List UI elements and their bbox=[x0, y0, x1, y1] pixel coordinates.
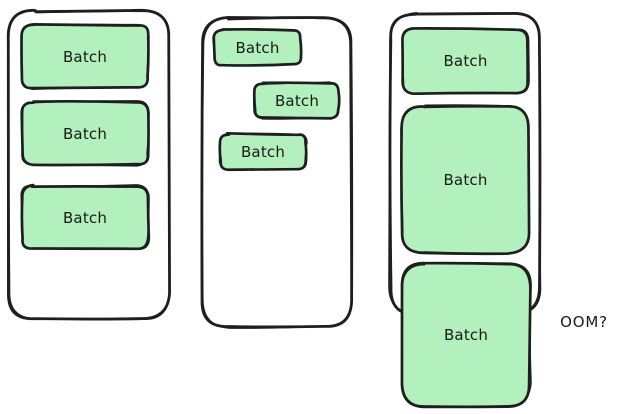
batch-label-1-1: Batch bbox=[274, 91, 320, 110]
batch-box-pass2-0-2 bbox=[20, 184, 150, 251]
batch-label-2-0: Batch bbox=[443, 52, 488, 70]
batch-label-2-1: Batch bbox=[443, 170, 488, 189]
container-outline-pass2-1 bbox=[201, 16, 352, 329]
container-outline-pass2-0 bbox=[6, 9, 171, 321]
oom-annotation: OOM? bbox=[560, 313, 608, 331]
batch-label-0-1: Batch bbox=[62, 124, 108, 143]
batch-label-2-2: Batch bbox=[443, 326, 489, 344]
batch-box-pass2-1-0 bbox=[213, 28, 303, 67]
batch-box-fill-1-2 bbox=[220, 133, 307, 170]
batch-label-1-0: Batch bbox=[235, 38, 280, 57]
batch-box-fill-0-2 bbox=[21, 185, 149, 250]
batch-box-pass2-1-1 bbox=[253, 81, 340, 120]
batch-box-pass2-0-1 bbox=[21, 100, 150, 167]
batch-box-pass2-1-2 bbox=[218, 132, 308, 171]
batch-box-pass2-2-2 bbox=[401, 262, 532, 407]
batch-box-fill-0-0 bbox=[21, 24, 149, 89]
batch-label-0-0: Batch bbox=[62, 47, 108, 66]
batch-box-fill-0-1 bbox=[21, 101, 149, 166]
batch-box-fill-2-1 bbox=[401, 105, 530, 254]
batch-box-fill-1-0 bbox=[213, 29, 302, 66]
batch-box-fill-2-0 bbox=[402, 28, 529, 94]
batch-box-fill-1-1 bbox=[254, 82, 340, 119]
batch-label-0-2: Batch bbox=[62, 208, 108, 227]
batch-box-fill-2-2 bbox=[402, 263, 530, 407]
batch-box-pass2-2-0 bbox=[401, 28, 530, 95]
batch-box-pass2-2-1 bbox=[400, 104, 530, 254]
batch-box-pass2-0-0 bbox=[20, 23, 150, 90]
batch-label-1-2: Batch bbox=[240, 142, 286, 161]
